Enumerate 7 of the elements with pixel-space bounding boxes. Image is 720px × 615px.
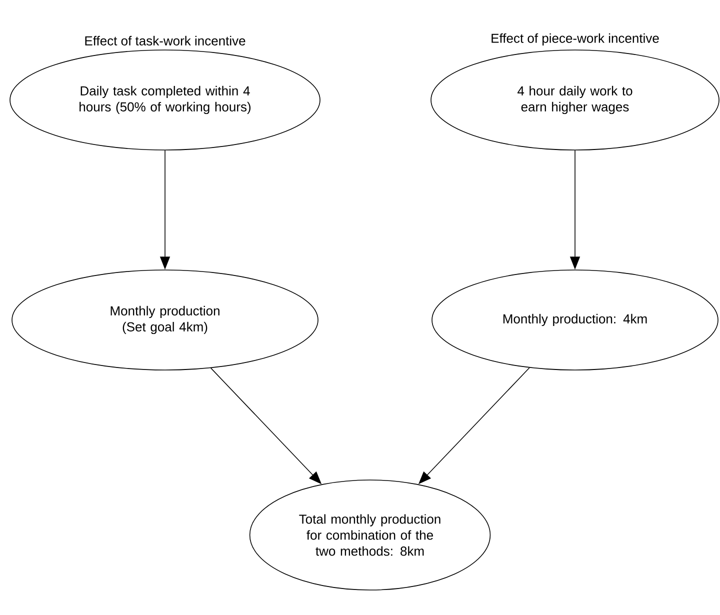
ellipse-node: Monthly production: 4km <box>432 270 718 370</box>
heading: Effect of task-work incentive <box>85 36 246 46</box>
heading: Effect of piece-work incentive <box>492 33 659 46</box>
ellipse-node: Daily task completed within 4 hours (50% of working hours) <box>10 50 320 150</box>
ellipse-node: Total monthly production for combination of the two methods: 8km <box>249 480 491 590</box>
ellipse-node: Monthly production (Set goal 4km) <box>12 270 318 370</box>
ellipse-node: 4 hour daily work to earn higher wages <box>430 50 720 150</box>
